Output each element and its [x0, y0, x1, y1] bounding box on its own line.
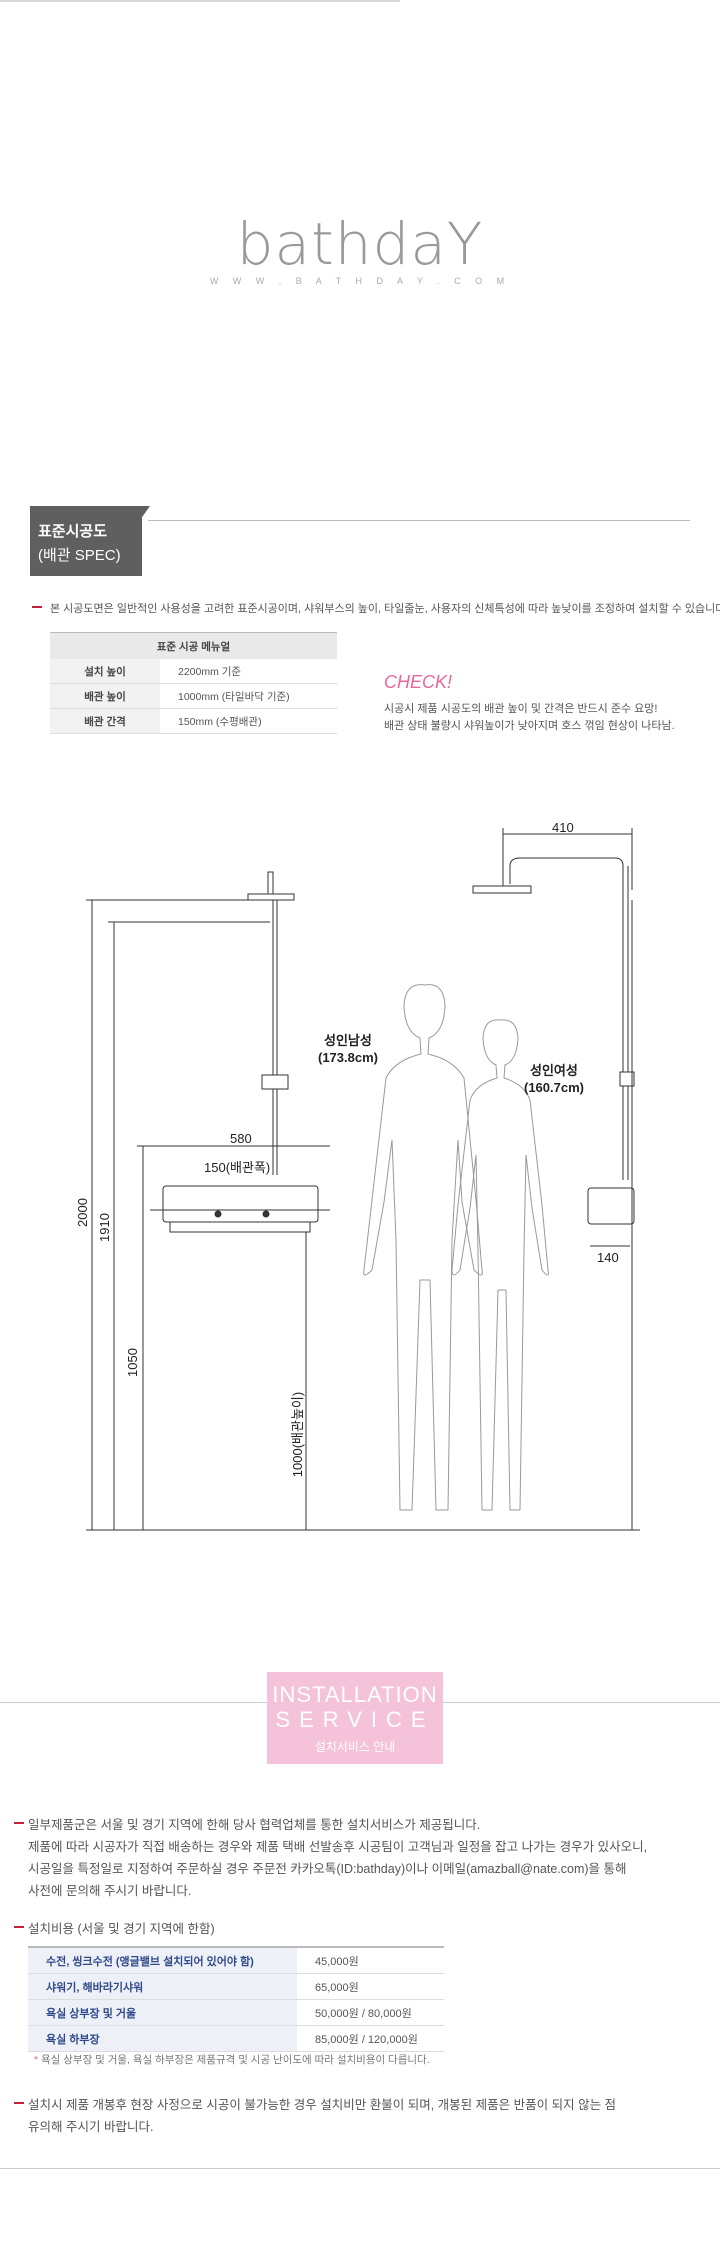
table-row: 수전, 씽크수전 (앵글밸브 설치되어 있어야 함) 45,000원 [28, 1946, 444, 1974]
installation-rule-left [0, 1702, 267, 1703]
installation-banner [267, 1672, 443, 1764]
spec-value: 2200mm 기준 [160, 659, 337, 684]
spec-value: 1000mm (타일바닥 기준) [160, 683, 337, 709]
asterisk-icon: * [34, 2054, 39, 2066]
para1-line-1: 일부제품군은 서울 및 경기 지역에 한해 당사 협력업체를 통한 설치서비스가… [28, 1818, 481, 1832]
left-pipe-point-1 [214, 1210, 222, 1218]
cost-price: 65,000원 [297, 1973, 444, 2000]
cost-price: 50,000원 / 80,000원 [297, 1999, 444, 2026]
male-label: 성인남성 [324, 1033, 372, 1048]
installation-rule-right [443, 1702, 720, 1703]
table-row: 배관 간격 150mm (수평배관) [50, 708, 337, 734]
cost-item: 욕실 하부장 [28, 2025, 297, 2052]
spec-value: 150mm (수평배관) [160, 708, 337, 734]
table-row: 배관 높이 1000mm (타일바닥 기준) [50, 683, 337, 709]
female-height: (160.7cm) [524, 1080, 584, 1095]
spec-note: 본 시공도면은 일반적인 사용성을 고려한 표준시공이며, 샤워부스의 높이, … [50, 603, 720, 615]
cost-table: 수전, 씽크수전 (앵글밸브 설치되어 있어야 함) 45,000원 샤워기, … [28, 1946, 444, 2052]
cost-note: * 욕실 상부장 및 거울, 욕실 하부장은 제품규격 및 시공 난이도에 따라… [34, 2052, 430, 2067]
dim-label-150: 150(배관폭) [204, 1160, 271, 1175]
spec-key: 배관 간격 [50, 708, 160, 734]
para2-bullet [14, 2102, 24, 2104]
left-mixer-shelf [169, 1221, 311, 1233]
spec-table-header: 표준 시공 메뉴얼 [50, 632, 337, 659]
male-height: (173.8cm) [318, 1050, 378, 1065]
table-row: 샤워기, 해바라기샤워 65,000원 [28, 1973, 444, 2000]
dim-label-140: 140 [597, 1250, 619, 1265]
installation-service: SERVICE [275, 1707, 435, 1732]
spec-key: 설치 높이 [50, 659, 160, 684]
cost-heading: 설치비용 (서울 및 경기 지역에 한함) [28, 1922, 215, 1936]
top-divider [0, 0, 400, 2]
spec-table: 표준 시공 메뉴얼 설치 높이 2200mm 기준 배관 높이 1000mm (… [50, 632, 337, 734]
para1-line-3: 시공일을 특정일로 지정하여 주문하실 경우 주문전 카카오톡(ID:bathd… [28, 1862, 627, 1876]
right-shower-head [472, 885, 532, 894]
dim-label-580: 580 [230, 1131, 252, 1146]
dim-label-1000: 1000(배관높이) [290, 1391, 306, 1478]
brand-logo: bathdaY [236, 210, 484, 278]
right-holder [619, 1071, 635, 1087]
left-mixer-body [162, 1185, 319, 1223]
right-mixer-body [587, 1187, 635, 1225]
left-shower-head [247, 893, 295, 901]
right-shower-arm [509, 857, 624, 1180]
para1-bullet [14, 1822, 24, 1824]
check-line-2: 배관 상태 불량시 샤워높이가 낮아지며 호스 꺾임 현상이 나타남. [384, 720, 675, 732]
section-subtitle: (배관 SPEC) [38, 547, 121, 564]
para2-line-1: 설치시 제품 개봉후 현장 사정으로 시공이 불가능한 경우 설치비만 환불이 … [28, 2098, 617, 2112]
installation-title: INSTALLATION [272, 1682, 438, 1707]
female-silhouette [451, 1019, 549, 1511]
dim-label-1910: 1910 [96, 1213, 112, 1242]
cost-item: 샤워기, 해바라기샤워 [28, 1973, 297, 2000]
installation-subtitle: 설치서비스 안내 [314, 1740, 396, 1754]
cost-price: 85,000원 / 120,000원 [297, 2025, 444, 2052]
cost-item: 욕실 상부장 및 거울 [28, 1999, 297, 2026]
dim-label-2000: 2000 [74, 1198, 90, 1227]
section-rule [148, 520, 690, 521]
cost-bullet [14, 1926, 24, 1928]
left-pipe-point-2 [262, 1210, 270, 1218]
section-tab [30, 506, 142, 576]
note-bullet [32, 606, 42, 608]
section-title: 표준시공도 [38, 523, 108, 540]
cost-note-text: 욕실 상부장 및 거울, 욕실 하부장은 제품규격 및 시공 난이도에 따라 설… [41, 2054, 430, 2066]
para2-line-2: 유의해 주시기 바랍니다. [28, 2120, 154, 2134]
dim-label-1050: 1050 [124, 1348, 140, 1377]
left-shower-arm-top [267, 871, 274, 895]
left-holder [261, 1074, 289, 1090]
check-title: CHECK! [384, 672, 453, 692]
check-line-1: 시공시 제품 시공도의 배관 높이 및 간격은 반드시 준수 요망! [384, 703, 658, 715]
cost-item: 수전, 씽크수전 (앵글밸브 설치되어 있어야 함) [28, 1946, 297, 1974]
cost-price: 45,000원 [297, 1946, 444, 1974]
female-label: 성인여성 [530, 1063, 578, 1078]
dim-label-410: 410 [552, 820, 574, 835]
installation-diagram [86, 828, 640, 1531]
para1-line-4: 사전에 문의해 주시기 바랍니다. [28, 1884, 192, 1898]
para1-line-2: 제품에 따라 시공자가 직접 배송하는 경우와 제품 택배 선발송후 시공팀이 … [28, 1840, 648, 1854]
brand-url: W W W . B A T H D A Y . C O M [209, 276, 511, 286]
section-tab-corner [140, 506, 150, 520]
footer-rule [0, 2168, 720, 2169]
table-row: 욕실 상부장 및 거울 50,000원 / 80,000원 [28, 1999, 444, 2026]
table-row: 욕실 하부장 85,000원 / 120,000원 [28, 2025, 444, 2052]
table-row: 설치 높이 2200mm 기준 [50, 659, 337, 684]
spec-key: 배관 높이 [50, 683, 160, 709]
male-silhouette [363, 984, 483, 1511]
